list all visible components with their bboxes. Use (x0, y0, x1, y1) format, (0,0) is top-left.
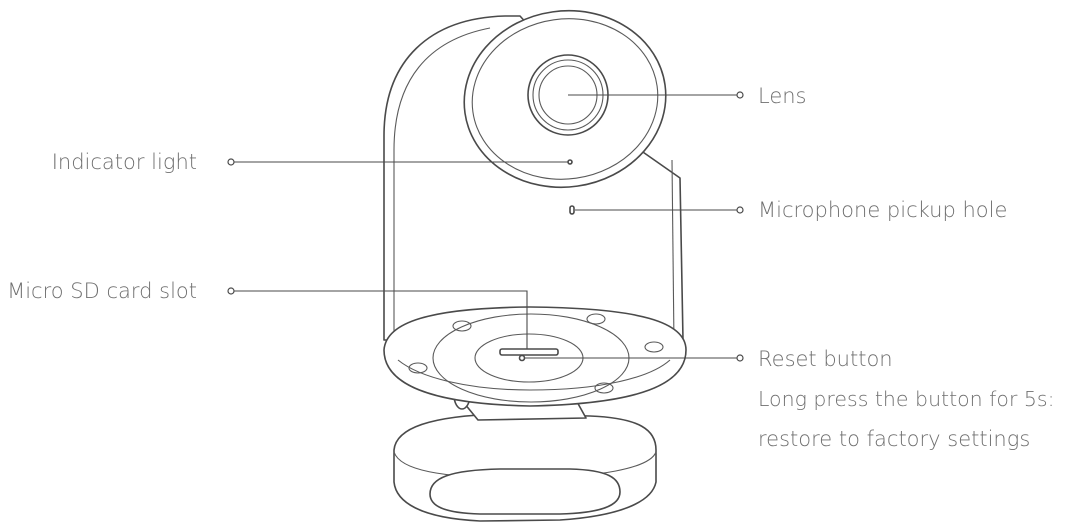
label-indicator-light: Indicator light (51, 150, 197, 174)
micro-sd-slot (499, 348, 559, 356)
leader-sd-slot (231, 290, 528, 349)
label-microphone: Microphone pickup hole (758, 198, 1008, 222)
label-reset-line2: restore to factory settings (758, 427, 1031, 451)
label-reset-line1: Long press the button for 5s: (758, 387, 1055, 411)
leader-lines (227, 91, 744, 362)
label-reset-title: Reset button (758, 347, 893, 371)
label-lens: Lens (758, 84, 807, 108)
microphone-hole (569, 205, 575, 215)
label-sd-slot: Micro SD card slot (7, 279, 197, 303)
indicator-light (567, 159, 573, 165)
reset-button (518, 354, 526, 362)
